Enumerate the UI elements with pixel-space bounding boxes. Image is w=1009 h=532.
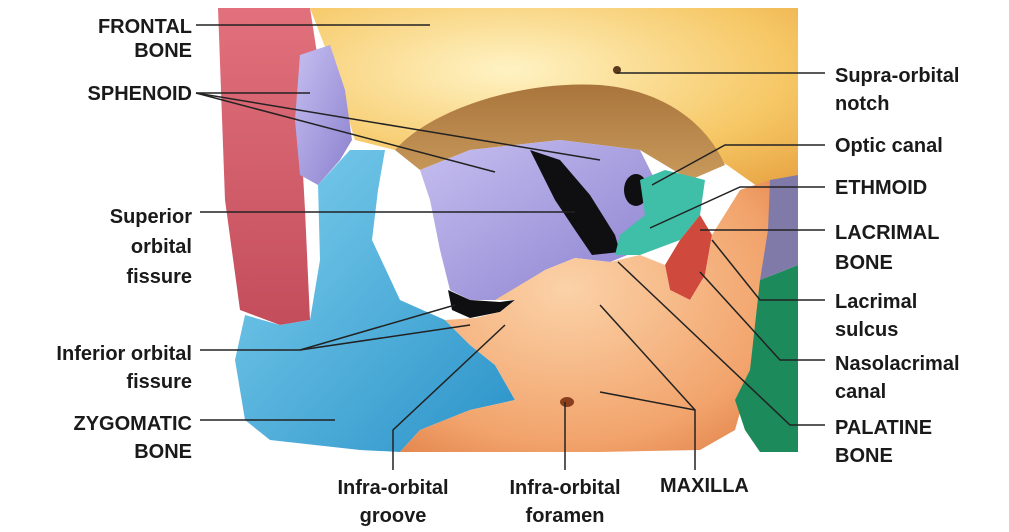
label-superior-orbital-fissure: Superior orbital fissure (110, 202, 192, 292)
label-infraorbital-groove: Infra-orbital groove (313, 474, 473, 530)
label-inferior-orbital-fissure: Inferior orbital fissure (56, 340, 192, 396)
label-sphenoid: SPHENOID (88, 82, 192, 106)
infraorbital-foramen-mark (560, 397, 574, 407)
label-supraorbital-notch: Supra-orbital notch (835, 62, 959, 118)
label-ethmoid: ETHMOID (835, 176, 927, 200)
label-infraorbital-foramen: Infra-orbital foramen (485, 474, 645, 530)
label-palatine-bone: PALATINE BONE (835, 414, 932, 470)
label-maxilla: MAXILLA (660, 474, 749, 498)
label-lacrimal-bone: LACRIMAL BONE (835, 218, 939, 278)
label-frontal-bone: FRONTAL BONE (98, 15, 192, 63)
label-nasolacrimal-canal: Nasolacrimal canal (835, 350, 960, 406)
label-optic-canal: Optic canal (835, 134, 943, 158)
label-lacrimal-sulcus: Lacrimal sulcus (835, 288, 917, 344)
label-zygomatic-bone: ZYGOMATIC BONE (73, 410, 192, 466)
